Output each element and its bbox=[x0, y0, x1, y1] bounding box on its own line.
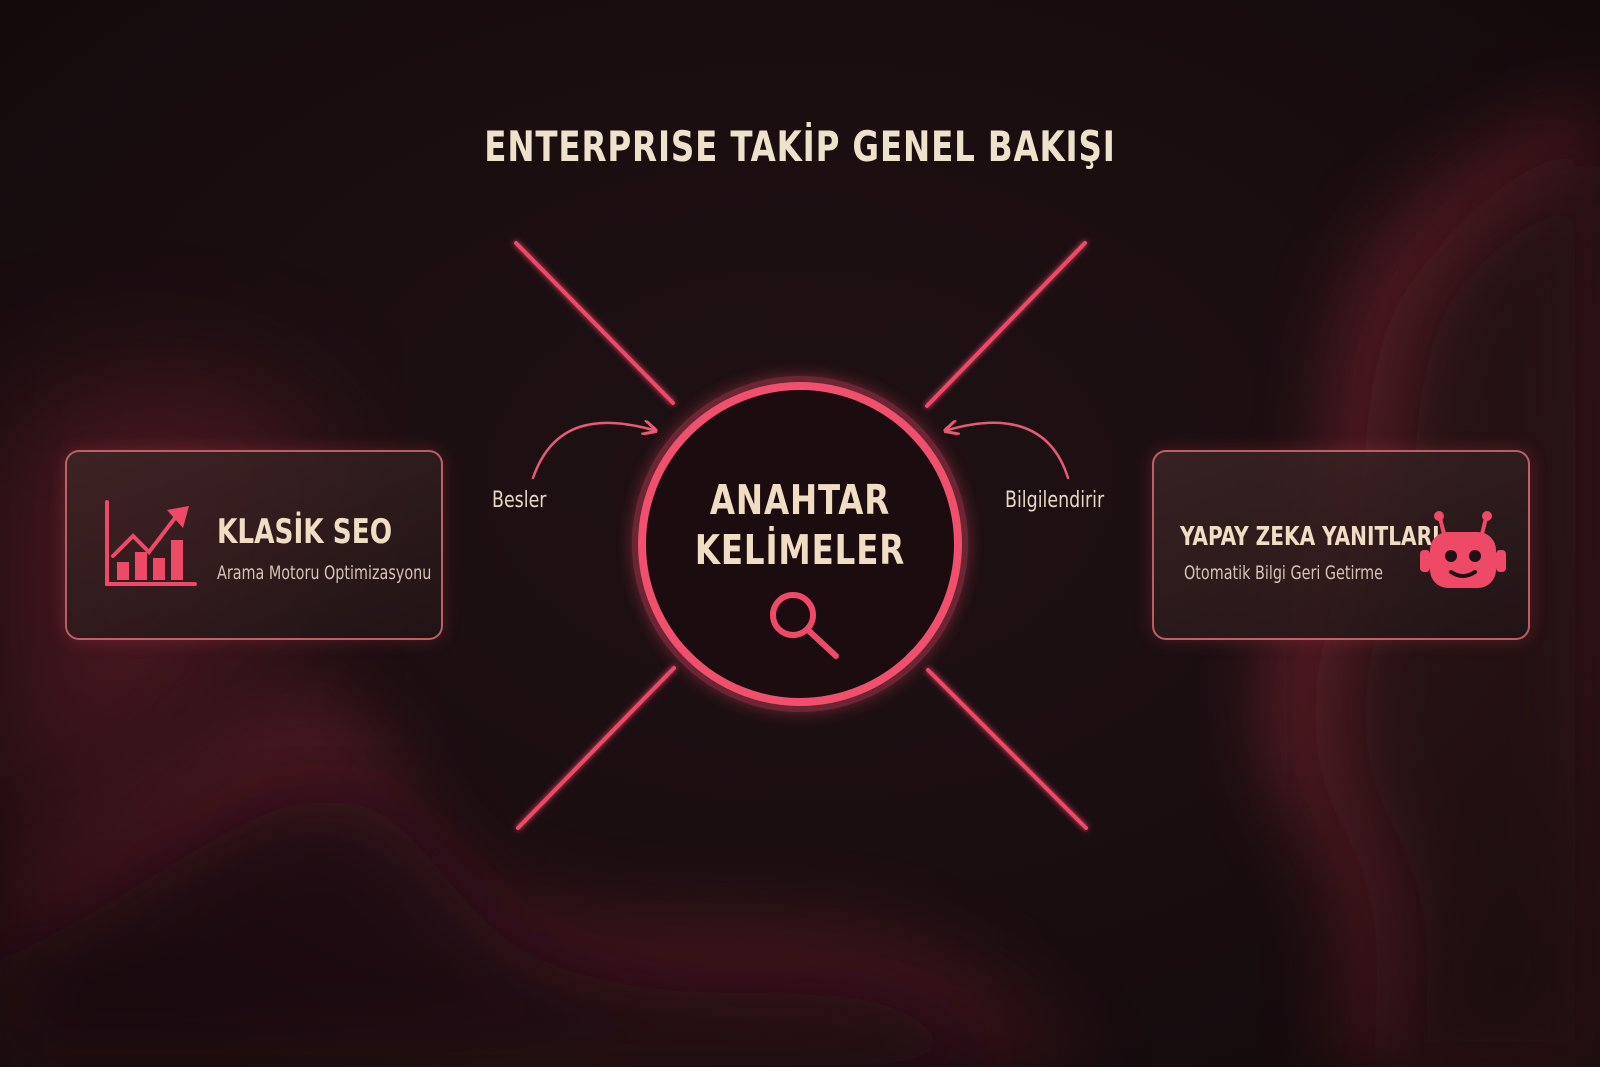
card-subtitle: Arama Motoru Optimizasyonu bbox=[217, 562, 432, 584]
arrow-left bbox=[531, 423, 653, 480]
arrow-right bbox=[948, 423, 1070, 480]
radial-line-top-right bbox=[925, 241, 1087, 408]
hub-label-line2: KELİMELER bbox=[694, 526, 906, 574]
robot-icon bbox=[1420, 511, 1506, 588]
growth-chart-icon bbox=[105, 500, 197, 586]
page-title: ENTERPRISE TAKİP GENEL BAKIŞI bbox=[484, 122, 1116, 171]
search-icon bbox=[770, 592, 839, 659]
card-title: KLASİK SEO bbox=[217, 512, 393, 552]
radial-line-bottom-right bbox=[926, 668, 1088, 830]
radial-line-top-left bbox=[514, 241, 675, 405]
hub-circle bbox=[638, 382, 962, 706]
radial-line-bottom-left bbox=[516, 666, 676, 830]
hub-label: ANAHTAR KELİMELER bbox=[668, 475, 932, 575]
hub-label-line1: ANAHTAR bbox=[709, 476, 891, 524]
edge-label-feeds: Besler bbox=[492, 488, 547, 513]
card-subtitle: Otomatik Bilgi Geri Getirme bbox=[1184, 562, 1383, 584]
card-classic-seo: KLASİK SEO Arama Motoru Optimizasyonu bbox=[65, 450, 443, 640]
radial-lines bbox=[514, 241, 1088, 830]
card-ai-answers: YAPAY ZEKA YANITLARI Otomatik Bilgi Geri… bbox=[1152, 450, 1530, 640]
edge-label-informs: Bilgilendirir bbox=[1005, 488, 1105, 513]
flow-arrows bbox=[531, 423, 1070, 480]
card-title: YAPAY ZEKA YANITLARI bbox=[1180, 522, 1440, 552]
